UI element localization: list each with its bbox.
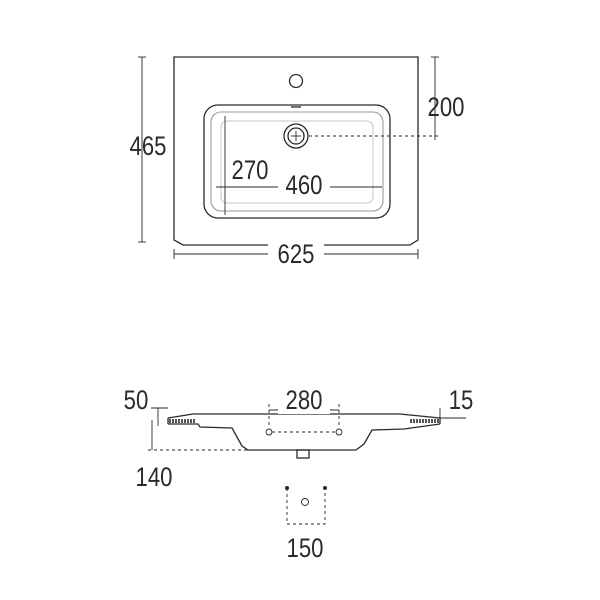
drain-outer	[283, 123, 309, 149]
waste-detail: 150	[285, 486, 327, 564]
drain-spigot	[296, 449, 310, 459]
drain-offset-label: 200	[428, 93, 465, 123]
waste-detail-hole	[301, 498, 309, 506]
fixing-hole-right	[335, 428, 343, 436]
fixing-spacing-label: 280	[286, 386, 323, 416]
side-view: 280 50 15 140 150	[124, 386, 474, 564]
waste-detail-right-marker	[323, 486, 327, 490]
waste-detail-outline	[286, 488, 326, 525]
bowl-outer-rim	[203, 104, 391, 219]
edge-thickness-label: 15	[449, 386, 474, 416]
bowl-inner-rim	[210, 111, 384, 212]
bowl-floor	[220, 120, 374, 204]
overall-width-label: 625	[278, 240, 315, 270]
basin-outline	[173, 56, 419, 246]
width-label-mask	[268, 238, 324, 268]
fixing-label-mask	[278, 386, 330, 414]
waste-detail-left-marker	[285, 486, 289, 490]
total-height-label: 140	[136, 463, 173, 493]
top-view: 465 200 270 460 625	[130, 56, 465, 270]
faucet-hole	[288, 73, 304, 89]
drain-inner	[287, 127, 305, 145]
side-profile-bottom	[168, 423, 441, 451]
basin-width-label-mask	[278, 170, 330, 200]
detail-width-label: 150	[287, 534, 324, 564]
fixing-hole-left	[265, 428, 273, 436]
overall-depth-label: 465	[130, 132, 167, 162]
basin-width-label: 460	[286, 171, 323, 201]
basin-depth-label: 270	[232, 156, 269, 186]
rim-height-label: 50	[124, 386, 149, 416]
